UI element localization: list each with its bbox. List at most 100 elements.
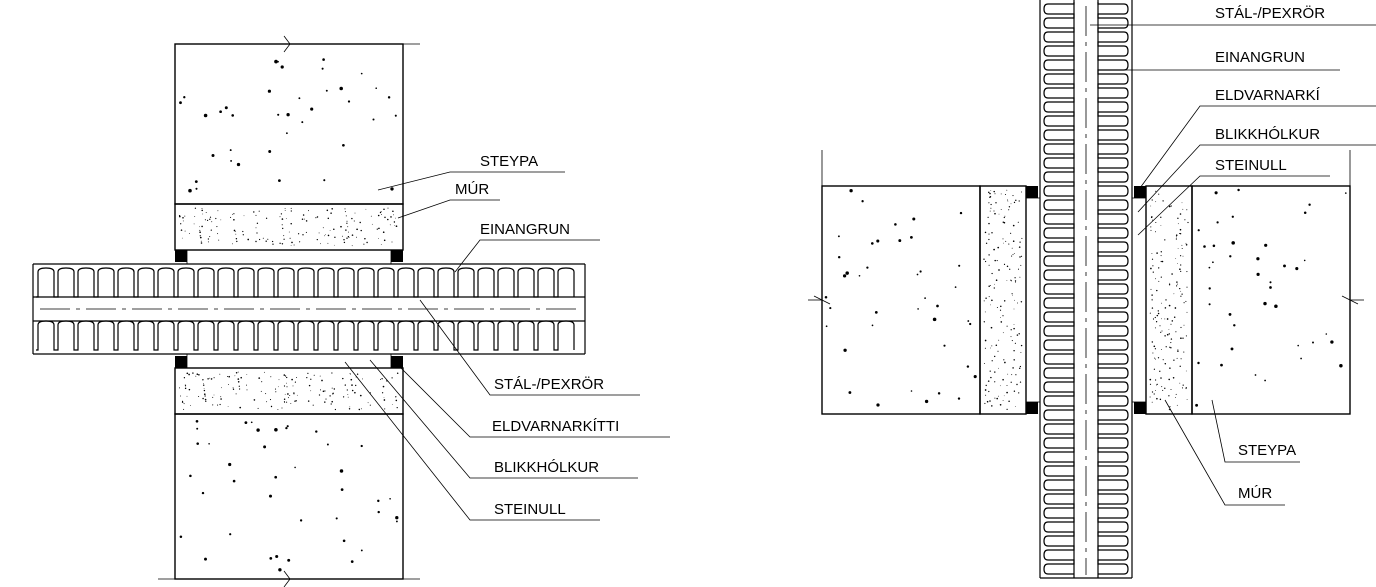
mortar-speck: [1169, 409, 1171, 411]
mortar-speck: [1185, 243, 1188, 246]
concrete-speck: [232, 479, 236, 483]
mortar-speck: [306, 377, 308, 379]
mortar-speck: [207, 378, 209, 380]
fire-sealant-bottom-left: [1026, 402, 1038, 414]
label-stal-pexror: STÁL-/PEXRÖR: [494, 375, 604, 393]
mortar-speck: [350, 378, 353, 381]
mortar-speck: [1018, 392, 1020, 394]
fire-sealant-bottom-right: [1134, 402, 1146, 414]
mortar-speck: [1169, 346, 1171, 348]
concrete-speck: [372, 118, 375, 121]
mortar-speck: [230, 216, 232, 218]
mortar-speck: [991, 272, 993, 275]
mortar-speck: [990, 190, 992, 191]
mortar-speck: [1020, 344, 1023, 347]
mortar-speck: [358, 379, 359, 380]
mortar-speck: [1154, 348, 1157, 350]
concrete-speck: [874, 311, 878, 314]
mortar-speck: [1156, 383, 1158, 386]
concrete-speck: [360, 444, 363, 448]
mortar-speck: [1010, 381, 1012, 383]
mortar-speck: [202, 397, 204, 400]
concrete-speck: [1254, 374, 1257, 376]
mortar-speck: [1183, 351, 1185, 353]
mortar-speck: [1013, 201, 1016, 204]
mortar-speck: [319, 375, 321, 377]
label-steinull: STEINULL: [494, 501, 566, 518]
mortar-speck: [284, 393, 286, 395]
mortar-speck: [376, 228, 378, 230]
mortar-speck: [288, 231, 290, 233]
leader-steinull: [344, 361, 600, 521]
mortar-speck: [349, 406, 351, 408]
mortar-speck: [211, 221, 213, 223]
concrete-speck: [1269, 286, 1272, 289]
concrete-speck: [196, 442, 199, 445]
mortar-speck: [391, 404, 393, 405]
mortar-speck: [988, 390, 990, 393]
mortar-speck: [1019, 241, 1021, 243]
mortar-speck: [204, 398, 207, 401]
mortar-speck: [1160, 302, 1162, 304]
mortar-speck: [307, 400, 309, 402]
concrete-speck: [1300, 357, 1302, 360]
leader-einangrun: [454, 239, 600, 273]
mortar-speck: [365, 208, 367, 210]
mortar-speck: [1176, 285, 1178, 287]
mortar-speck: [1169, 282, 1171, 284]
mortar-speck: [310, 390, 312, 392]
fire-sealant-top-right: [1134, 186, 1146, 198]
mortar-speck: [184, 215, 186, 217]
concrete-speck: [1274, 304, 1278, 308]
mortar-speck: [382, 385, 385, 388]
mortar-speck: [994, 381, 996, 383]
mortar-speck: [1151, 294, 1153, 296]
mortar-speck: [1175, 236, 1177, 238]
mortar-speck: [188, 232, 190, 234]
mortar-speck: [257, 407, 259, 409]
mortar-speck: [243, 215, 245, 217]
mortar-speck: [369, 404, 371, 406]
mortar-speck: [235, 371, 238, 374]
mortar-speck: [1010, 203, 1012, 205]
mortar-speck: [353, 220, 355, 222]
mortar-speck: [1179, 255, 1182, 257]
mortar-speck: [227, 376, 228, 377]
concrete-speck: [1308, 203, 1311, 206]
mortar-speck: [1164, 307, 1167, 309]
mortar-speck: [1174, 396, 1176, 398]
mortar-speck: [985, 384, 987, 387]
mortar-speck: [1171, 273, 1173, 275]
mortar-speck: [1181, 247, 1183, 250]
leader-eldvarnarkitti-v: [1139, 105, 1376, 189]
mortar-speck: [1185, 335, 1187, 337]
concrete-speck: [1330, 340, 1334, 344]
concrete-speck: [861, 200, 864, 203]
mortar-speck: [1158, 193, 1160, 195]
mortar-speck: [315, 217, 317, 219]
mortar-speck: [281, 407, 283, 409]
mortar-speck: [1014, 281, 1016, 283]
leader-steypa: [377, 171, 565, 191]
mortar-speck: [281, 224, 283, 226]
concrete-speck: [910, 236, 913, 239]
mortar-speck: [983, 300, 985, 302]
mortar-speck: [1160, 377, 1162, 379]
mortar-speck: [1149, 383, 1152, 385]
mortar-speck: [1157, 310, 1159, 312]
mortar-speck: [347, 226, 349, 228]
mortar-speck: [1151, 298, 1153, 300]
mortar-speck: [1003, 359, 1005, 361]
mortar-speck: [1183, 324, 1185, 326]
mortar-speck: [1011, 255, 1013, 257]
mortar-speck: [1008, 206, 1011, 208]
concrete-speck: [188, 188, 192, 193]
mortar-speck: [237, 371, 239, 373]
mortar-speck: [1002, 378, 1004, 381]
mortar-speck: [1155, 190, 1157, 192]
mortar-speck: [988, 233, 990, 235]
mortar-speck: [1177, 263, 1178, 264]
concrete-speck: [278, 568, 282, 572]
mortar-speck: [1007, 199, 1008, 201]
mortar-speck: [292, 385, 294, 387]
